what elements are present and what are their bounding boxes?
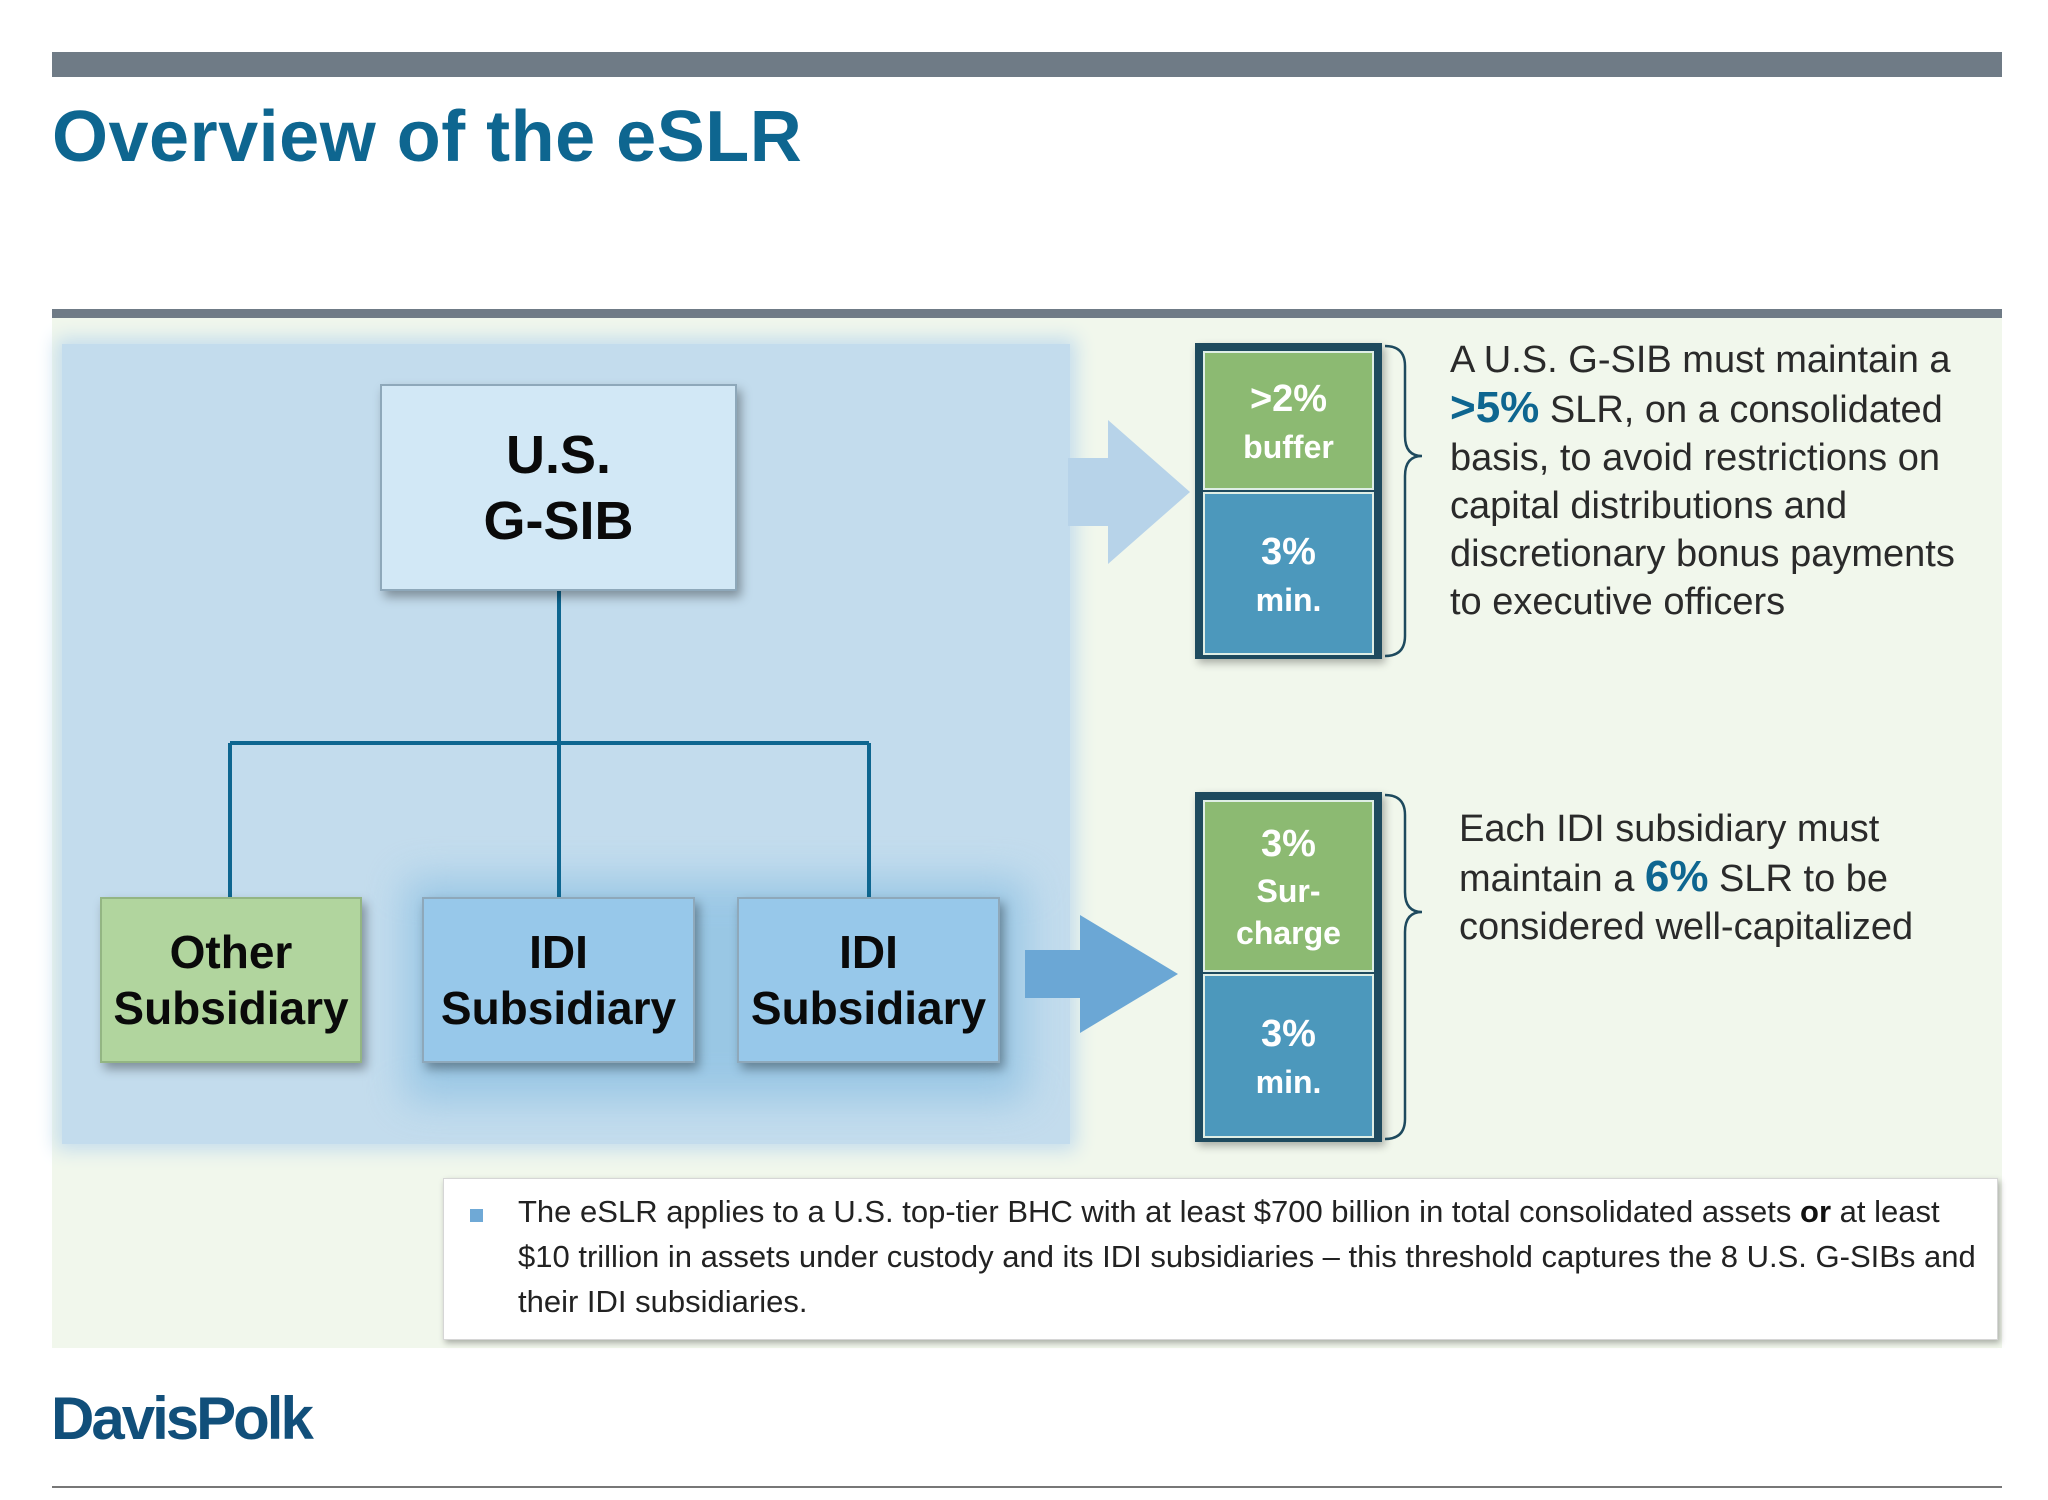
- gsib-requirement-before: A U.S. G-SIB must maintain a: [1450, 339, 1951, 381]
- note-after: at least $10 trillion in assets under cu…: [518, 1194, 1976, 1319]
- davis-polk-logo: DavisPolk: [51, 1385, 314, 1452]
- square-bullet-icon: [470, 1209, 483, 1222]
- minimum-segment: 3% min.: [1203, 492, 1374, 655]
- note-text: The eSLR applies to a U.S. top-tier BHC …: [518, 1189, 1983, 1324]
- gsib-box: U.S. G-SIB: [380, 384, 737, 591]
- note-before: The eSLR applies to a U.S. top-tier BHC …: [518, 1194, 1801, 1229]
- header-bar: [52, 52, 2002, 77]
- surcharge-segment: 3% Sur- charge: [1203, 800, 1374, 972]
- idi-requirement-highlight: 6%: [1644, 852, 1709, 901]
- idi-subsidiary-box: IDI Subsidiary: [737, 897, 1000, 1063]
- page-title: Overview of the eSLR: [52, 97, 803, 177]
- idi-requirement-after: SLR to be considered well-capitalized: [1459, 858, 1914, 948]
- other-subsidiary-label: Other Subsidiary: [113, 926, 349, 1034]
- idi-subsidiary-label: IDI Subsidiary: [440, 926, 677, 1034]
- surcharge-value: 3%: [1261, 823, 1316, 865]
- minimum-label: min.: [1255, 1064, 1322, 1100]
- buffer-label: buffer: [1243, 428, 1334, 465]
- minimum-segment: 3% min.: [1203, 974, 1374, 1138]
- gsib-requirement-text: A U.S. G-SIB must maintain a >5% SLR, on…: [1450, 336, 1970, 626]
- minimum-label: min.: [1255, 581, 1322, 618]
- idi-slr-stack: 3% Sur- charge 3% min.: [1195, 792, 1382, 1142]
- minimum-value: 3%: [1261, 530, 1316, 573]
- surcharge-label-line2: charge: [1236, 915, 1341, 951]
- section-divider: [52, 309, 2002, 318]
- gsib-requirement-highlight: >5%: [1450, 383, 1540, 432]
- idi-subsidiary-box: IDI Subsidiary: [422, 897, 695, 1063]
- surcharge-label-line1: Sur-: [1256, 873, 1321, 909]
- buffer-value: >2%: [1249, 377, 1328, 420]
- gsib-label: U.S. G-SIB: [483, 424, 634, 551]
- footer-rule: [52, 1486, 2002, 1488]
- idi-requirement-before: Each IDI subsidiary must maintain a: [1459, 808, 1880, 900]
- applicability-note: The eSLR applies to a U.S. top-tier BHC …: [443, 1178, 1998, 1340]
- gsib-slr-stack: >2% buffer 3% min.: [1195, 343, 1382, 659]
- idi-requirement-text: Each IDI subsidiary must maintain a 6% S…: [1459, 805, 1979, 951]
- gsib-requirement-after: SLR, on a consolidated basis, to avoid r…: [1450, 389, 1955, 623]
- other-subsidiary-box: Other Subsidiary: [100, 897, 362, 1063]
- idi-subsidiary-label: IDI Subsidiary: [750, 926, 987, 1034]
- note-bold: or: [1800, 1194, 1832, 1229]
- minimum-value: 3%: [1261, 1013, 1316, 1055]
- buffer-segment: >2% buffer: [1203, 351, 1374, 490]
